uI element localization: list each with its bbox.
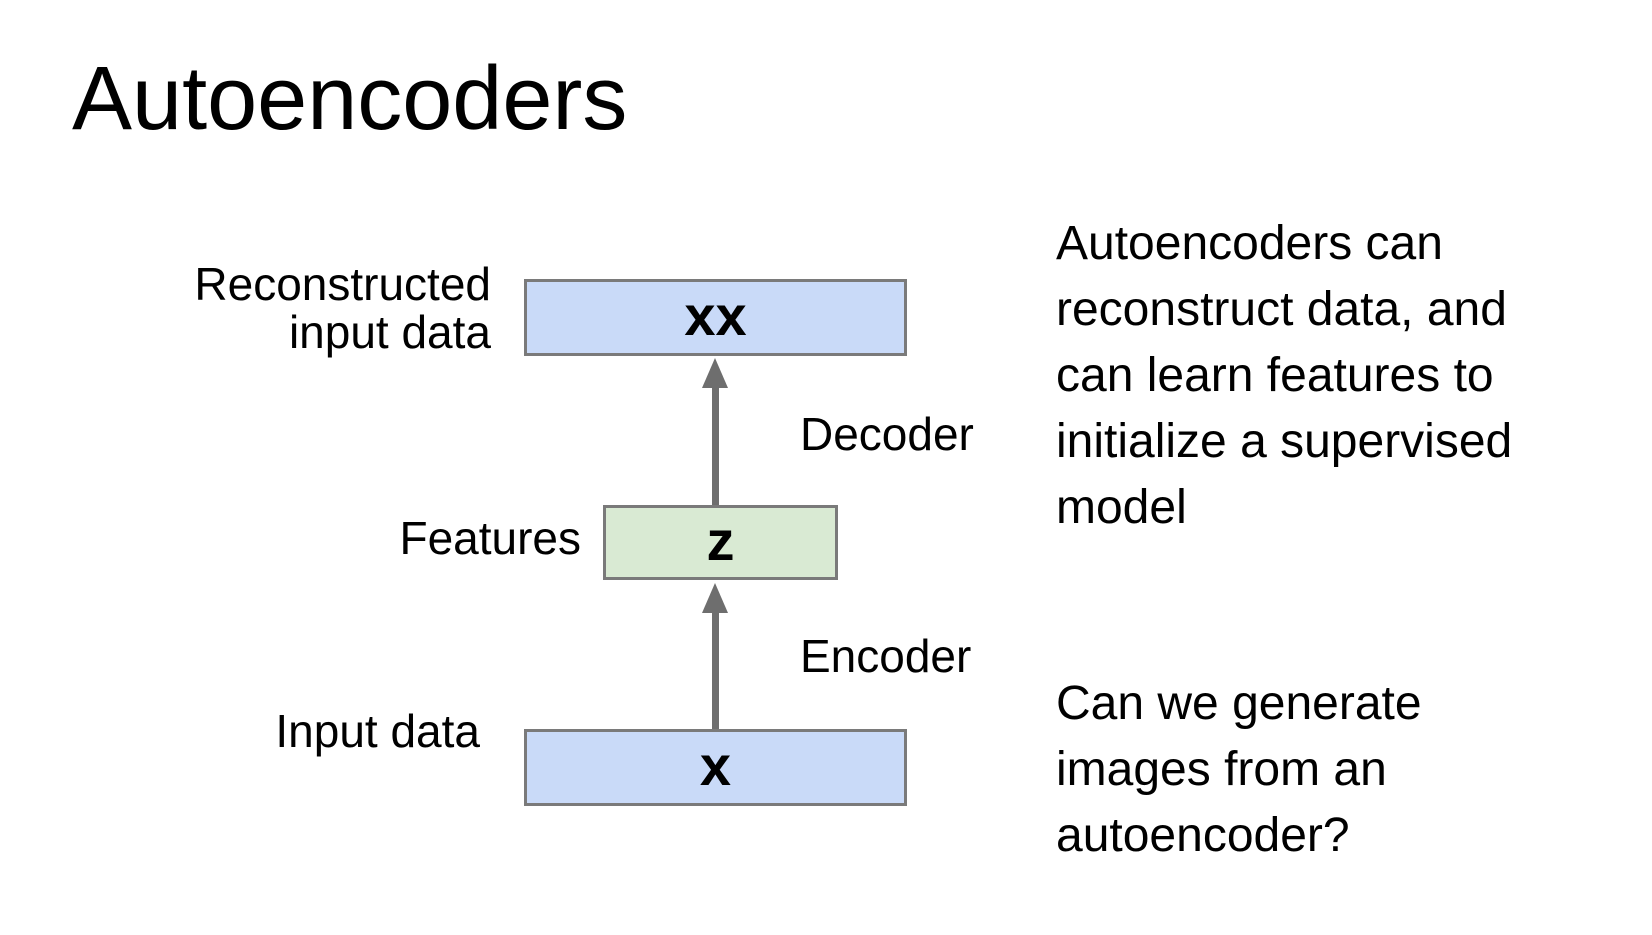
side-paragraph-question: Can we generate images from an autoencod… [1056,677,1422,862]
reconstructed-input-label: Reconstructed input data [194,258,491,359]
features-symbol: z [706,508,735,572]
reconstructed-data-box: xx [524,279,907,356]
page-title: Autoencoders [72,49,628,149]
side-text-column: Autoencoders can reconstruct data, and c… [1056,145,1616,935]
encoder-arrowhead-icon [702,583,728,613]
input-data-box: x [524,729,907,806]
decoder-arrowhead-icon [702,358,728,388]
features-label: Features [399,512,581,564]
decoder-arrow [712,384,719,507]
encoder-arrow [712,609,719,731]
encoder-label: Encoder [800,630,972,682]
input-data-label: Input data [275,705,480,757]
features-box: z [603,505,838,580]
decoder-label: Decoder [800,408,974,460]
input-data-symbol: x [699,733,732,797]
reconstructed-data-symbol: xx [684,283,747,347]
side-paragraph-capabilities: Autoencoders can reconstruct data, and c… [1056,217,1513,534]
